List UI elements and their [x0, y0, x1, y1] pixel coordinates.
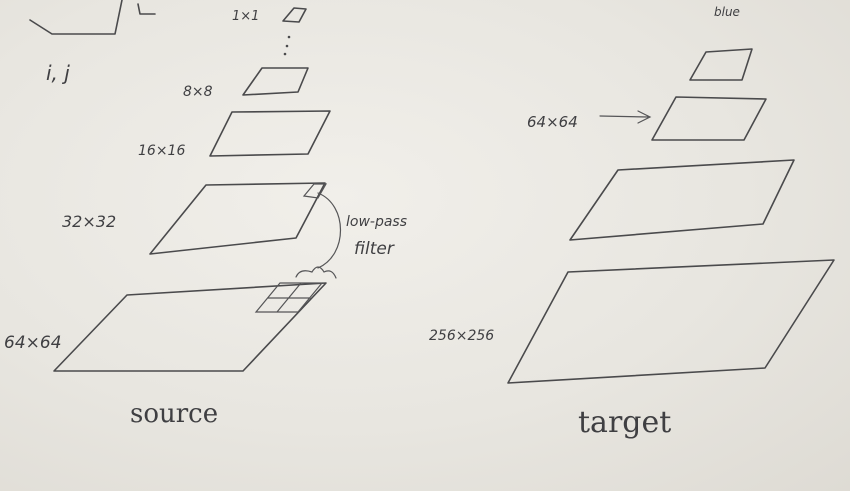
target-level-256x256	[507, 259, 835, 384]
filter-arrow-curve	[317, 192, 341, 269]
dot	[287, 35, 291, 39]
corner-shape	[29, 0, 123, 35]
source-level-16x16-label: 16×16	[138, 143, 185, 159]
source-32x32-corner-cell	[302, 183, 328, 199]
source-level-16x16	[209, 110, 331, 157]
top-right-label: blue	[714, 5, 740, 19]
target-level-64x64	[651, 96, 767, 141]
target-caption: target	[578, 405, 671, 440]
source-level-8x8	[242, 67, 309, 96]
target-level-top	[689, 48, 753, 81]
source-level-32x32	[149, 182, 326, 255]
source-level-64x64-label: 64×64	[4, 333, 62, 353]
source-level-1x1	[282, 7, 307, 23]
dot	[283, 52, 287, 56]
filter-brace	[295, 266, 337, 279]
dot	[285, 44, 289, 48]
source-level-8x8-label: 8×8	[183, 84, 213, 100]
filter-annotation-line2: filter	[354, 239, 395, 259]
corner-label: i, j	[46, 61, 70, 85]
source-caption: source	[130, 399, 218, 429]
target-arrow	[599, 110, 652, 124]
source-64x64-grid-block	[254, 282, 324, 313]
target-level-256x256-label: 256×256	[429, 328, 494, 344]
source-level-32x32-label: 32×32	[62, 212, 116, 231]
corner-tick	[137, 3, 156, 15]
target-level-64x64-label: 64×64	[527, 113, 578, 131]
filter-annotation-line1: low-pass	[346, 214, 407, 230]
target-level-middle	[569, 159, 795, 241]
source-level-64x64	[53, 282, 327, 372]
source-level-1x1-label: 1×1	[232, 9, 259, 24]
